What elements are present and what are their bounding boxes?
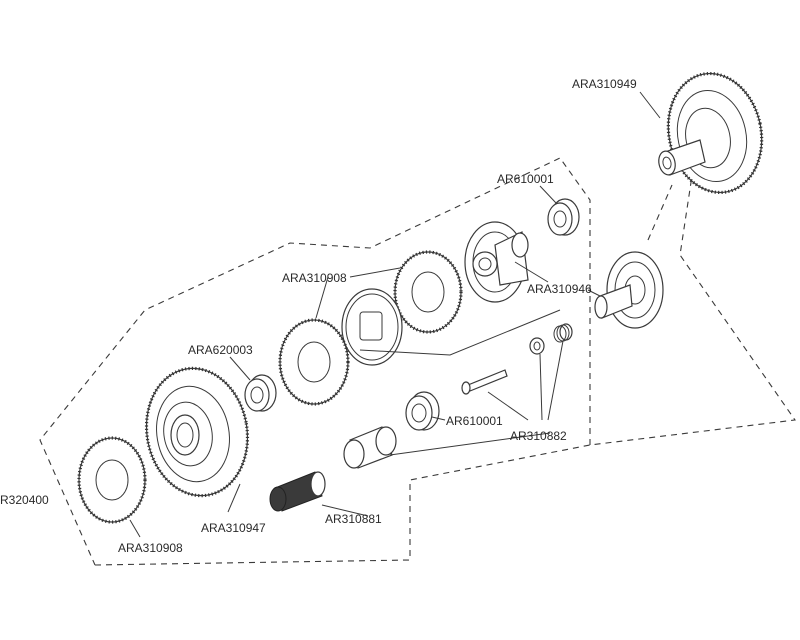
bolt-ar310882	[461, 369, 508, 395]
spring-ar310882	[553, 323, 573, 343]
bearing-ara620003	[244, 374, 277, 412]
label-ar610001-mid: AR610001	[446, 414, 503, 428]
friction-plate	[341, 288, 403, 366]
label-ara310908-bottom: ARA310908	[118, 541, 183, 555]
diff-carrier-ara310946	[594, 251, 664, 329]
label-ar320400: R320400	[0, 493, 49, 507]
spur-gear-ara310949	[658, 71, 764, 195]
label-ara310946: ARA310946	[527, 282, 592, 296]
washer-ara310908-top	[393, 250, 463, 334]
label-ara310949: ARA310949	[572, 77, 637, 91]
nut-ar310882	[529, 337, 545, 355]
label-ara310908-top: ARA310908	[282, 271, 347, 285]
label-ar310881: AR310881	[325, 512, 382, 526]
splined-shaft-ar310881	[269, 471, 326, 512]
leader-lines	[129, 91, 661, 538]
spur-gear-ara310947	[144, 366, 250, 498]
hub-sleeve	[343, 426, 397, 469]
assembly-boundary-link	[647, 184, 673, 241]
washer-ara310908-bottom	[77, 436, 147, 524]
bearing-ar610001-top	[547, 198, 580, 236]
assembly-boundary	[39, 89, 796, 566]
washer-ara310908-mid	[278, 318, 350, 406]
label-ar610001-top: AR610001	[497, 172, 554, 186]
label-ar310882: AR310882	[510, 429, 567, 443]
diff-cup-ara310946	[464, 221, 529, 303]
label-ara310947: ARA310947	[201, 521, 266, 535]
label-ara620003: ARA620003	[188, 343, 253, 357]
bearing-ar610001-mid	[405, 391, 440, 431]
